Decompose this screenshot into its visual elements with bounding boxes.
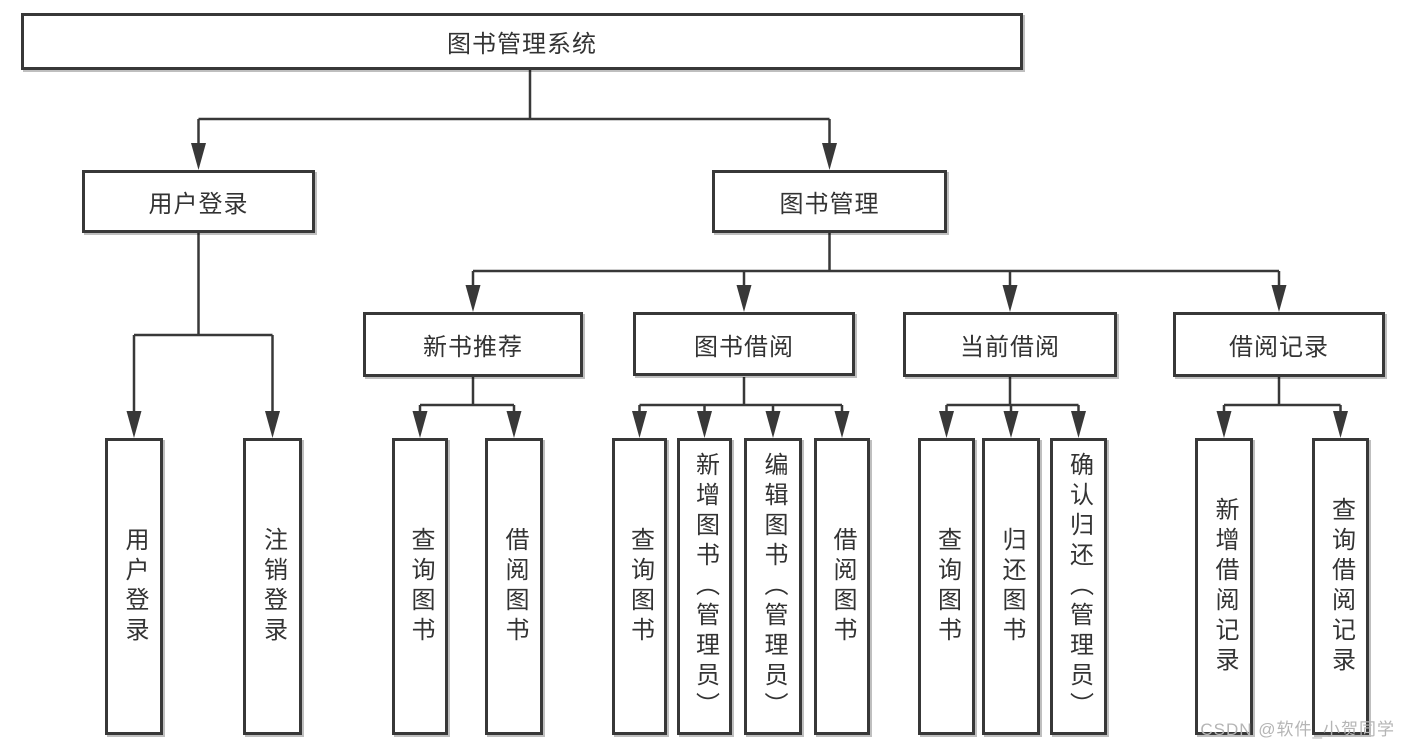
leaf-edit-books-admin: 编辑图书（管理员）: [744, 438, 802, 735]
leaf-add-books-admin: 新增图书（管理员）: [677, 438, 732, 735]
node-book-borrowing-label: 图书借阅: [694, 333, 794, 361]
leaf-query-books-recommend-label: 查询图书: [407, 526, 434, 647]
leaf-add-borrow-record: 新增借阅记录: [1195, 438, 1253, 735]
leaf-return-books-label: 归还图书: [998, 526, 1025, 647]
leaf-add-borrow-record-label: 新增借阅记录: [1211, 496, 1238, 677]
node-borrow-records-label: 借阅记录: [1229, 334, 1329, 361]
node-user-login: 用户登录: [82, 170, 315, 233]
leaf-borrow-books-borrowing: 借阅图书: [814, 438, 870, 735]
node-current-borrowing-label: 当前借阅: [960, 334, 1060, 361]
leaf-query-books-current: 查询图书: [918, 438, 975, 735]
leaf-user-login-label: 用户登录: [121, 526, 148, 647]
arrow-down-icons: [126, 143, 1348, 438]
node-library-system-label: 图书管理系统: [447, 31, 597, 58]
leaf-add-books-admin-label: 新增图书（管理员）: [691, 451, 719, 722]
leaf-logout-label: 注销登录: [259, 526, 287, 647]
leaf-query-borrow-record-label: 查询借阅记录: [1327, 496, 1355, 677]
leaf-query-books-recommend: 查询图书: [392, 438, 448, 735]
leaf-query-books-current-label: 查询图书: [933, 526, 961, 647]
node-current-borrowing: 当前借阅: [903, 312, 1117, 377]
leaf-query-borrow-record: 查询借阅记录: [1312, 438, 1369, 735]
node-new-book-recommend: 新书推荐: [363, 312, 583, 377]
leaf-query-books-borrowing: 查询图书: [612, 438, 667, 735]
node-book-borrowing: 图书借阅: [633, 312, 855, 376]
leaf-borrow-books-recommend-label: 借阅图书: [501, 526, 528, 647]
leaf-confirm-return-admin-label: 确认归还（管理员）: [1065, 451, 1093, 722]
node-library-system: 图书管理系统: [21, 13, 1023, 70]
leaf-logout: 注销登录: [243, 438, 302, 735]
leaf-borrow-books-recommend: 借阅图书: [485, 438, 543, 735]
leaf-return-books: 归还图书: [982, 438, 1040, 735]
node-book-management: 图书管理: [712, 170, 947, 233]
leaf-user-login: 用户登录: [105, 438, 163, 735]
leaf-confirm-return-admin: 确认归还（管理员）: [1050, 438, 1107, 735]
node-book-management-label: 图书管理: [779, 191, 880, 218]
node-new-book-recommend-label: 新书推荐: [423, 334, 523, 361]
node-borrow-records: 借阅记录: [1173, 312, 1385, 377]
leaf-borrow-books-borrowing-label: 借阅图书: [829, 526, 856, 647]
leaf-query-books-borrowing-label: 查询图书: [626, 526, 654, 647]
node-user-login-label: 用户登录: [148, 191, 249, 218]
leaf-edit-books-admin-label: 编辑图书（管理员）: [760, 451, 787, 722]
watermark: CSDN @软件_小贺同学: [1200, 720, 1395, 739]
